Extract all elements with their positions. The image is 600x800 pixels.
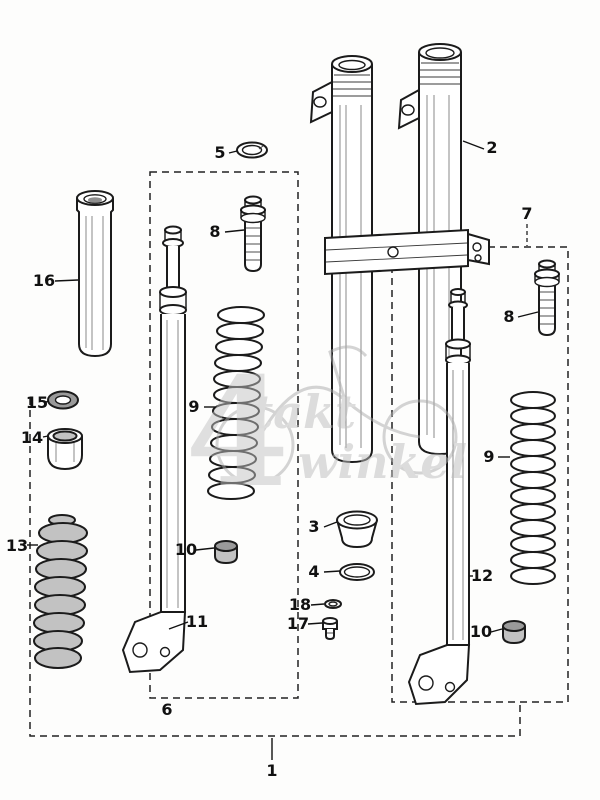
watermark-word-bottom: winkel [298, 435, 467, 489]
part-label-7: 7 [521, 204, 532, 223]
part-label-9-left: 9 [188, 397, 199, 416]
part-fork-spring-left [207, 306, 265, 500]
part-label-8-left: 8 [209, 222, 220, 241]
part-label-5: 5 [214, 143, 225, 162]
part-label-15: 15 [26, 393, 48, 412]
part-spring-seat [336, 510, 378, 549]
watermark-word-top: takt [252, 385, 356, 439]
part-bushing-right [502, 620, 526, 645]
part-label-14: 14 [21, 428, 43, 447]
part-fork-tube-assembly [309, 43, 490, 464]
part-fork-spring-right [510, 391, 556, 585]
part-oil-seal [47, 390, 79, 410]
part-bushing-left [214, 540, 238, 565]
part-spring-bolt-left [240, 195, 266, 273]
part-label-18: 18 [289, 595, 311, 614]
part-label-9-right: 9 [483, 447, 494, 466]
leader-lines [27, 140, 539, 760]
part-labels: 1 2 3 4 5 6 7 8 8 9 9 10 10 11 12 13 14 … [6, 138, 533, 780]
part-label-1: 1 [266, 761, 277, 780]
part-sealing-washer [324, 599, 342, 609]
part-dust-boot [33, 514, 88, 669]
part-label-10-right: 10 [470, 622, 492, 641]
part-label-6: 6 [161, 700, 172, 719]
part-label-16: 16 [33, 271, 55, 290]
part-drain-bolt [322, 617, 338, 641]
watermark: 4 takt winkel [185, 345, 467, 521]
part-label-11: 11 [186, 612, 208, 631]
part-o-ring [339, 563, 375, 581]
group-box-left-leg-6 [149, 171, 299, 699]
part-snap-ring [236, 141, 268, 159]
part-fork-cover-tube [76, 190, 114, 358]
part-label-2: 2 [486, 138, 497, 157]
part-left-slider-assembly [121, 225, 187, 674]
part-label-3: 3 [308, 517, 319, 536]
part-label-12: 12 [471, 566, 493, 585]
part-spring-bolt-right [534, 259, 560, 337]
part-label-17: 17 [287, 614, 309, 633]
part-label-8-right: 8 [503, 307, 514, 326]
part-label-10-left: 10 [175, 540, 197, 559]
part-right-slider-assembly [407, 288, 471, 706]
part-seal-cup [47, 428, 83, 471]
part-label-13: 13 [6, 536, 28, 555]
part-label-4: 4 [308, 562, 319, 581]
group-box-assembly-1 [29, 398, 521, 737]
watermark-numeral: 4 [185, 345, 289, 521]
